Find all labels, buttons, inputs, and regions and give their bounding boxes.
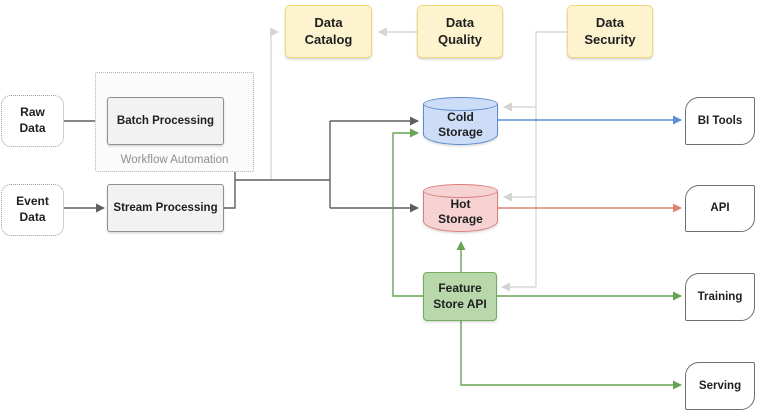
feature-store-api-label: Feature Store API xyxy=(433,280,487,311)
cold-storage-cylinder-top xyxy=(423,97,498,111)
node-api: API xyxy=(685,185,755,232)
api-label: API xyxy=(710,202,730,215)
node-hot-storage: Hot Storage xyxy=(423,184,498,232)
hot-storage-cylinder-top xyxy=(423,184,498,198)
hot-storage-label: Hot Storage xyxy=(438,197,483,226)
node-feature-store-api: Feature Store API xyxy=(423,272,497,321)
edge-data-security-drop xyxy=(535,31,567,287)
node-stream-processing: Stream Processing xyxy=(107,184,224,232)
node-training: Training xyxy=(685,273,755,321)
training-label: Training xyxy=(697,290,743,303)
node-cold-storage: Cold Storage xyxy=(423,97,498,145)
edge-feature-to-cold-storage xyxy=(392,128,423,297)
edge-feature-to-serving xyxy=(460,321,682,390)
bi-tools-label: BI Tools xyxy=(697,114,743,127)
event-data-label: Event Data xyxy=(16,194,49,224)
data-catalog-label: Data Catalog xyxy=(304,14,353,47)
node-bi-tools: BI Tools xyxy=(685,97,755,145)
serving-label: Serving xyxy=(698,379,742,392)
batch-processing-label: Batch Processing xyxy=(116,114,215,127)
workflow-automation-label: Workflow Automation xyxy=(120,154,229,166)
edge-trunk-to-data-catalog xyxy=(270,27,279,180)
node-data-catalog: Data Catalog xyxy=(285,5,372,58)
stream-processing-label: Stream Processing xyxy=(113,201,218,214)
node-event-data: Event Data xyxy=(1,184,64,236)
node-data-quality: Data Quality xyxy=(417,5,503,58)
raw-data-label: Raw Data xyxy=(19,105,46,135)
data-quality-label: Data Quality xyxy=(437,14,483,47)
data-security-label: Data Security xyxy=(584,14,636,47)
node-batch-processing: Batch Processing xyxy=(107,97,224,145)
cold-storage-label: Cold Storage xyxy=(438,110,483,139)
node-serving: Serving xyxy=(685,362,755,410)
node-raw-data: Raw Data xyxy=(1,95,64,147)
node-data-security: Data Security xyxy=(567,5,653,58)
